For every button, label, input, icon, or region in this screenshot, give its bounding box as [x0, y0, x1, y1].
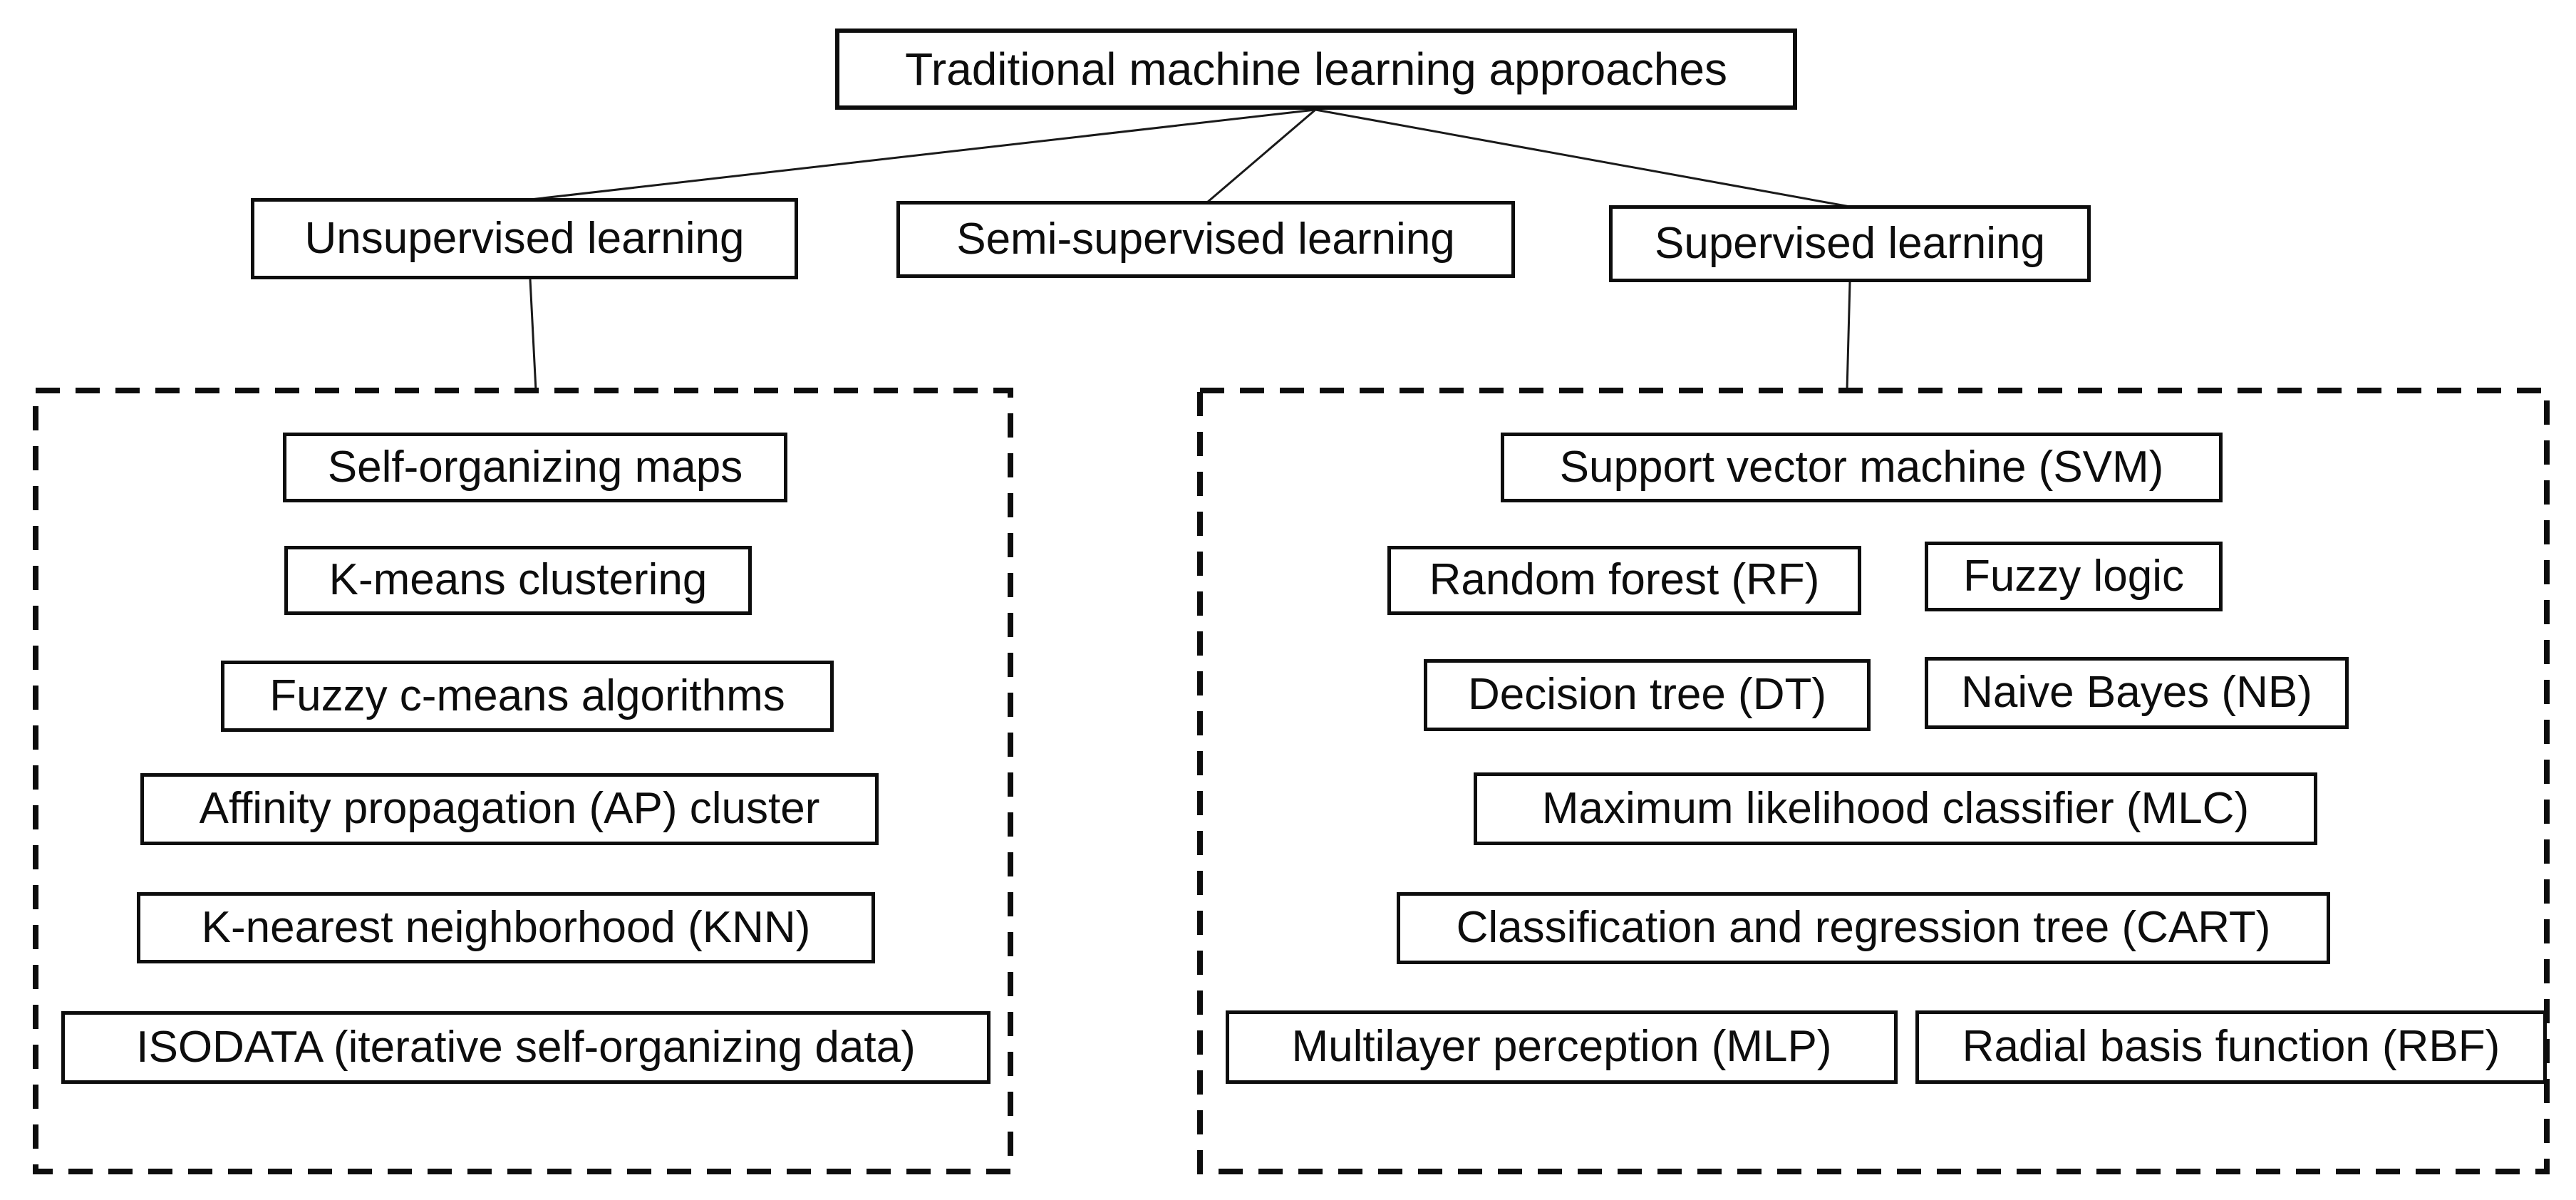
method-multilayer-perception: Multilayer perception (MLP)	[1226, 1010, 1898, 1084]
method-support-vector-machine: Support vector machine (SVM)	[1501, 433, 2223, 502]
method-self-organizing-maps: Self-organizing maps	[283, 433, 787, 502]
method-fuzzy-logic: Fuzzy logic	[1925, 542, 2223, 611]
branch-supervised: Supervised learning	[1609, 205, 2091, 282]
connector-unsupervised-group	[529, 279, 537, 391]
connector-root-supervised	[1315, 108, 1851, 208]
method-decision-tree: Decision tree (DT)	[1424, 659, 1871, 731]
method-classification-regression-tree: Classification and regression tree (CART…	[1397, 892, 2330, 964]
connector-supervised-group	[1846, 281, 1851, 391]
branch-semi-supervised: Semi-supervised learning	[896, 201, 1515, 278]
connector-root-unsupervised	[529, 108, 1316, 201]
branch-unsupervised: Unsupervised learning	[251, 198, 798, 279]
unsupervised-group-border	[33, 388, 1013, 1174]
method-isodata: ISODATA (iterative self-organizing data)	[61, 1011, 990, 1084]
method-fuzzy-c-means: Fuzzy c-means algorithms	[221, 661, 834, 732]
method-k-nearest-neighborhood: K-nearest neighborhood (KNN)	[137, 892, 875, 963]
connector-root-semi-supervised	[1206, 108, 1316, 204]
method-radial-basis-function: Radial basis function (RBF)	[1915, 1010, 2547, 1084]
root-node: Traditional machine learning approaches	[835, 29, 1797, 110]
method-maximum-likelihood-classifier: Maximum likelihood classifier (MLC)	[1474, 772, 2317, 845]
method-random-forest: Random forest (RF)	[1387, 546, 1861, 615]
method-affinity-propagation: Affinity propagation (AP) cluster	[140, 773, 879, 845]
supervised-group-border	[1197, 388, 2550, 1174]
method-naive-bayes: Naive Bayes (NB)	[1925, 657, 2349, 729]
method-k-means-clustering: K-means clustering	[284, 546, 752, 615]
